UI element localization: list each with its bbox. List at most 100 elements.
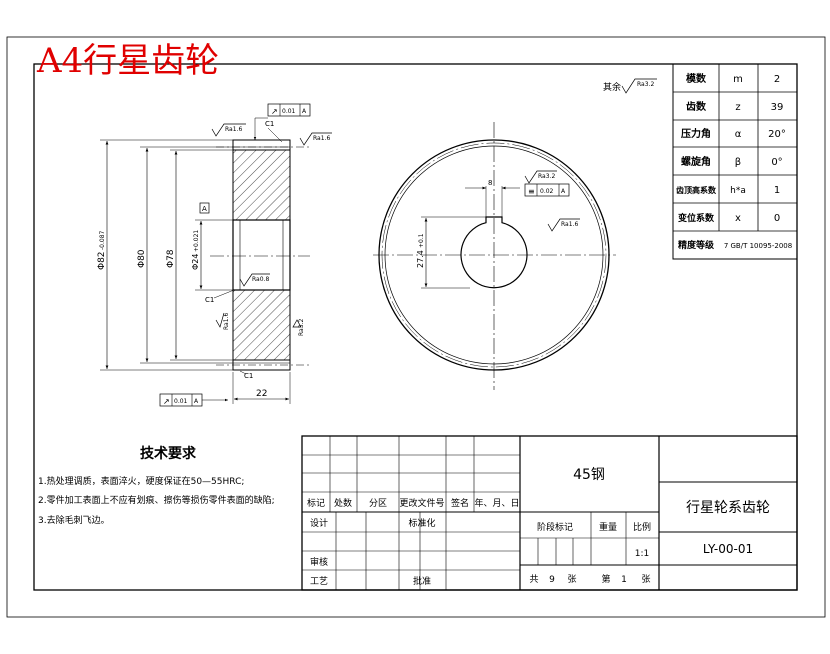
tip-diameter-tol: -0.087 [99, 230, 106, 250]
param-name: 齿顶高系数 [676, 185, 717, 195]
design-label: 设计 [310, 517, 328, 529]
scale-label: 比例 [633, 521, 651, 533]
keyway-depth-dim: 27.4 [416, 250, 425, 268]
approve-label: 批准 [413, 575, 431, 587]
header-zone: 分区 [369, 498, 387, 509]
bore-diameter-tol: +0.021 [193, 230, 200, 252]
sheet-unit: 张 [567, 574, 576, 585]
param-name: 螺旋角 [681, 155, 711, 168]
runout-tolerance-frame: ↗ 0.01 A [253, 103, 311, 140]
tech-title: 技术要求 [140, 445, 197, 462]
svg-text:Ra1.6: Ra1.6 [561, 221, 578, 228]
roughness-symbol: Ra1.6 [215, 313, 230, 330]
part-name: 行星轮系齿轮 [686, 500, 770, 516]
header-signature: 签名 [451, 497, 469, 509]
hatched-region-lower [232, 289, 291, 361]
ref-diameter-dim: Φ80 [137, 249, 147, 268]
roughness-symbol: Ra0.8 [239, 273, 270, 287]
param-value: 7 GB/T 10095-2008 [724, 242, 792, 250]
param-symbol: β [735, 157, 741, 168]
chamfer-label: C1 [205, 296, 214, 304]
svg-text:0.01: 0.01 [174, 398, 188, 405]
chamfer-label: C1 [244, 372, 253, 380]
width-dim: 22 [256, 389, 267, 399]
svg-text:A: A [202, 205, 207, 213]
svg-text:Ra0.8: Ra0.8 [252, 276, 269, 283]
weight-label: 重量 [599, 521, 617, 533]
tip-circle [378, 139, 610, 371]
roughness-symbol: Ra3.2 [524, 170, 557, 184]
chamfer-label: C1 [265, 120, 274, 128]
tech-item: 1.热处理调质，表面淬火，硬度保证在50—55HRC; [38, 475, 244, 487]
param-value: 2 [774, 74, 780, 85]
svg-text:0.02: 0.02 [540, 188, 554, 195]
svg-text:Ra1.6: Ra1.6 [313, 135, 330, 142]
header-date: 年、月、日 [474, 497, 519, 509]
title-block [301, 435, 798, 591]
svg-text:其余: 其余 [603, 81, 621, 93]
title-block-text: 标记 处数 分区 更改文件号 签名 年、月、日 设计 标准化 审核 工艺 批准 … [307, 467, 770, 587]
svg-text:Ra3.2: Ra3.2 [637, 81, 654, 88]
param-name: 精度等级 [678, 239, 715, 251]
stage-label: 阶段标记 [537, 521, 573, 533]
svg-text:Ra3.2: Ra3.2 [298, 319, 305, 336]
material: 45钢 [573, 467, 605, 483]
inner-frame [33, 63, 798, 591]
review-label: 审核 [310, 556, 328, 568]
param-value: 0 [774, 213, 780, 224]
drawing-number: LY-00-01 [703, 542, 753, 556]
bore [232, 219, 291, 291]
param-name: 变位系数 [678, 212, 715, 224]
svg-text:A: A [302, 108, 307, 115]
svg-text:↗: ↗ [163, 397, 170, 406]
root-diameter-dim: Φ78 [166, 249, 176, 268]
header-change-doc: 更改文件号 [399, 497, 444, 509]
hatched-region-upper [232, 149, 291, 221]
outer-frame [6, 36, 826, 618]
param-value: 39 [771, 102, 784, 113]
section-view: Φ82 -0.087 Φ80 Φ78 Φ24 +0.021 A 22 C1 C1… [97, 103, 332, 407]
svg-text:A: A [561, 188, 566, 195]
tip-diameter-dim: Φ82 [97, 251, 107, 270]
key-width-dim: 8 [488, 179, 492, 187]
bore-with-keyway [460, 216, 528, 289]
sheet-num: 1 [621, 575, 627, 585]
process-label: 工艺 [310, 576, 328, 587]
bore-diameter-dim: Φ24 [191, 254, 200, 270]
roughness-symbol: Ra1.6 [547, 218, 580, 232]
param-symbol: z [735, 102, 740, 113]
svg-text:Ra1.6: Ra1.6 [223, 313, 230, 330]
root-circle [384, 145, 604, 365]
gear-parameter-table: 模数 m 2 齿数 z 39 压力角 α 20° 螺旋角 β 0° 齿顶高系数 … [672, 63, 798, 260]
svg-text:↗: ↗ [271, 107, 278, 116]
roughness-symbol: Ra3.2 [292, 319, 305, 336]
front-view: 27.4 +0.1 8 ≡ 0.02 A Ra3.2 Ra1.6 [373, 122, 616, 390]
svg-text:≡: ≡ [528, 187, 535, 196]
runout-tolerance-frame: ↗ 0.01 A [159, 393, 228, 407]
sheet-unit: 张 [641, 574, 650, 585]
roughness-other: 其余 Ra3.2 [603, 78, 657, 94]
param-symbol: h*a [730, 186, 746, 196]
total-sheets-label: 共 [529, 574, 538, 585]
param-name: 齿数 [686, 100, 707, 113]
svg-text:A: A [194, 398, 199, 405]
param-value: 20° [768, 129, 786, 140]
param-name: 压力角 [681, 127, 711, 140]
svg-text:Ra3.2: Ra3.2 [538, 173, 555, 180]
header-mark: 标记 [307, 497, 325, 509]
reference-circle [381, 142, 607, 368]
param-value: 0° [771, 157, 782, 168]
header-count: 处数 [334, 497, 352, 509]
param-symbol: α [735, 129, 742, 140]
tech-item: 2.零件加工表面上不应有划痕、擦伤等损伤零件表面的缺陷; [38, 494, 275, 506]
roughness-symbol: Ra1.6 [211, 123, 246, 137]
tech-item: 3.去除毛刺飞边。 [38, 514, 110, 526]
technical-requirements: 技术要求 1.热处理调质，表面淬火，硬度保证在50—55HRC; 2.零件加工表… [38, 445, 275, 526]
symmetry-tolerance-frame: ≡ 0.02 A [524, 183, 570, 197]
total-sheets-num: 9 [549, 575, 555, 585]
roughness-symbol: Ra1.6 [299, 132, 332, 146]
keyway-depth-tol: +0.1 [418, 233, 425, 248]
param-value: 1 [774, 185, 780, 196]
scale-value: 1:1 [635, 549, 649, 559]
